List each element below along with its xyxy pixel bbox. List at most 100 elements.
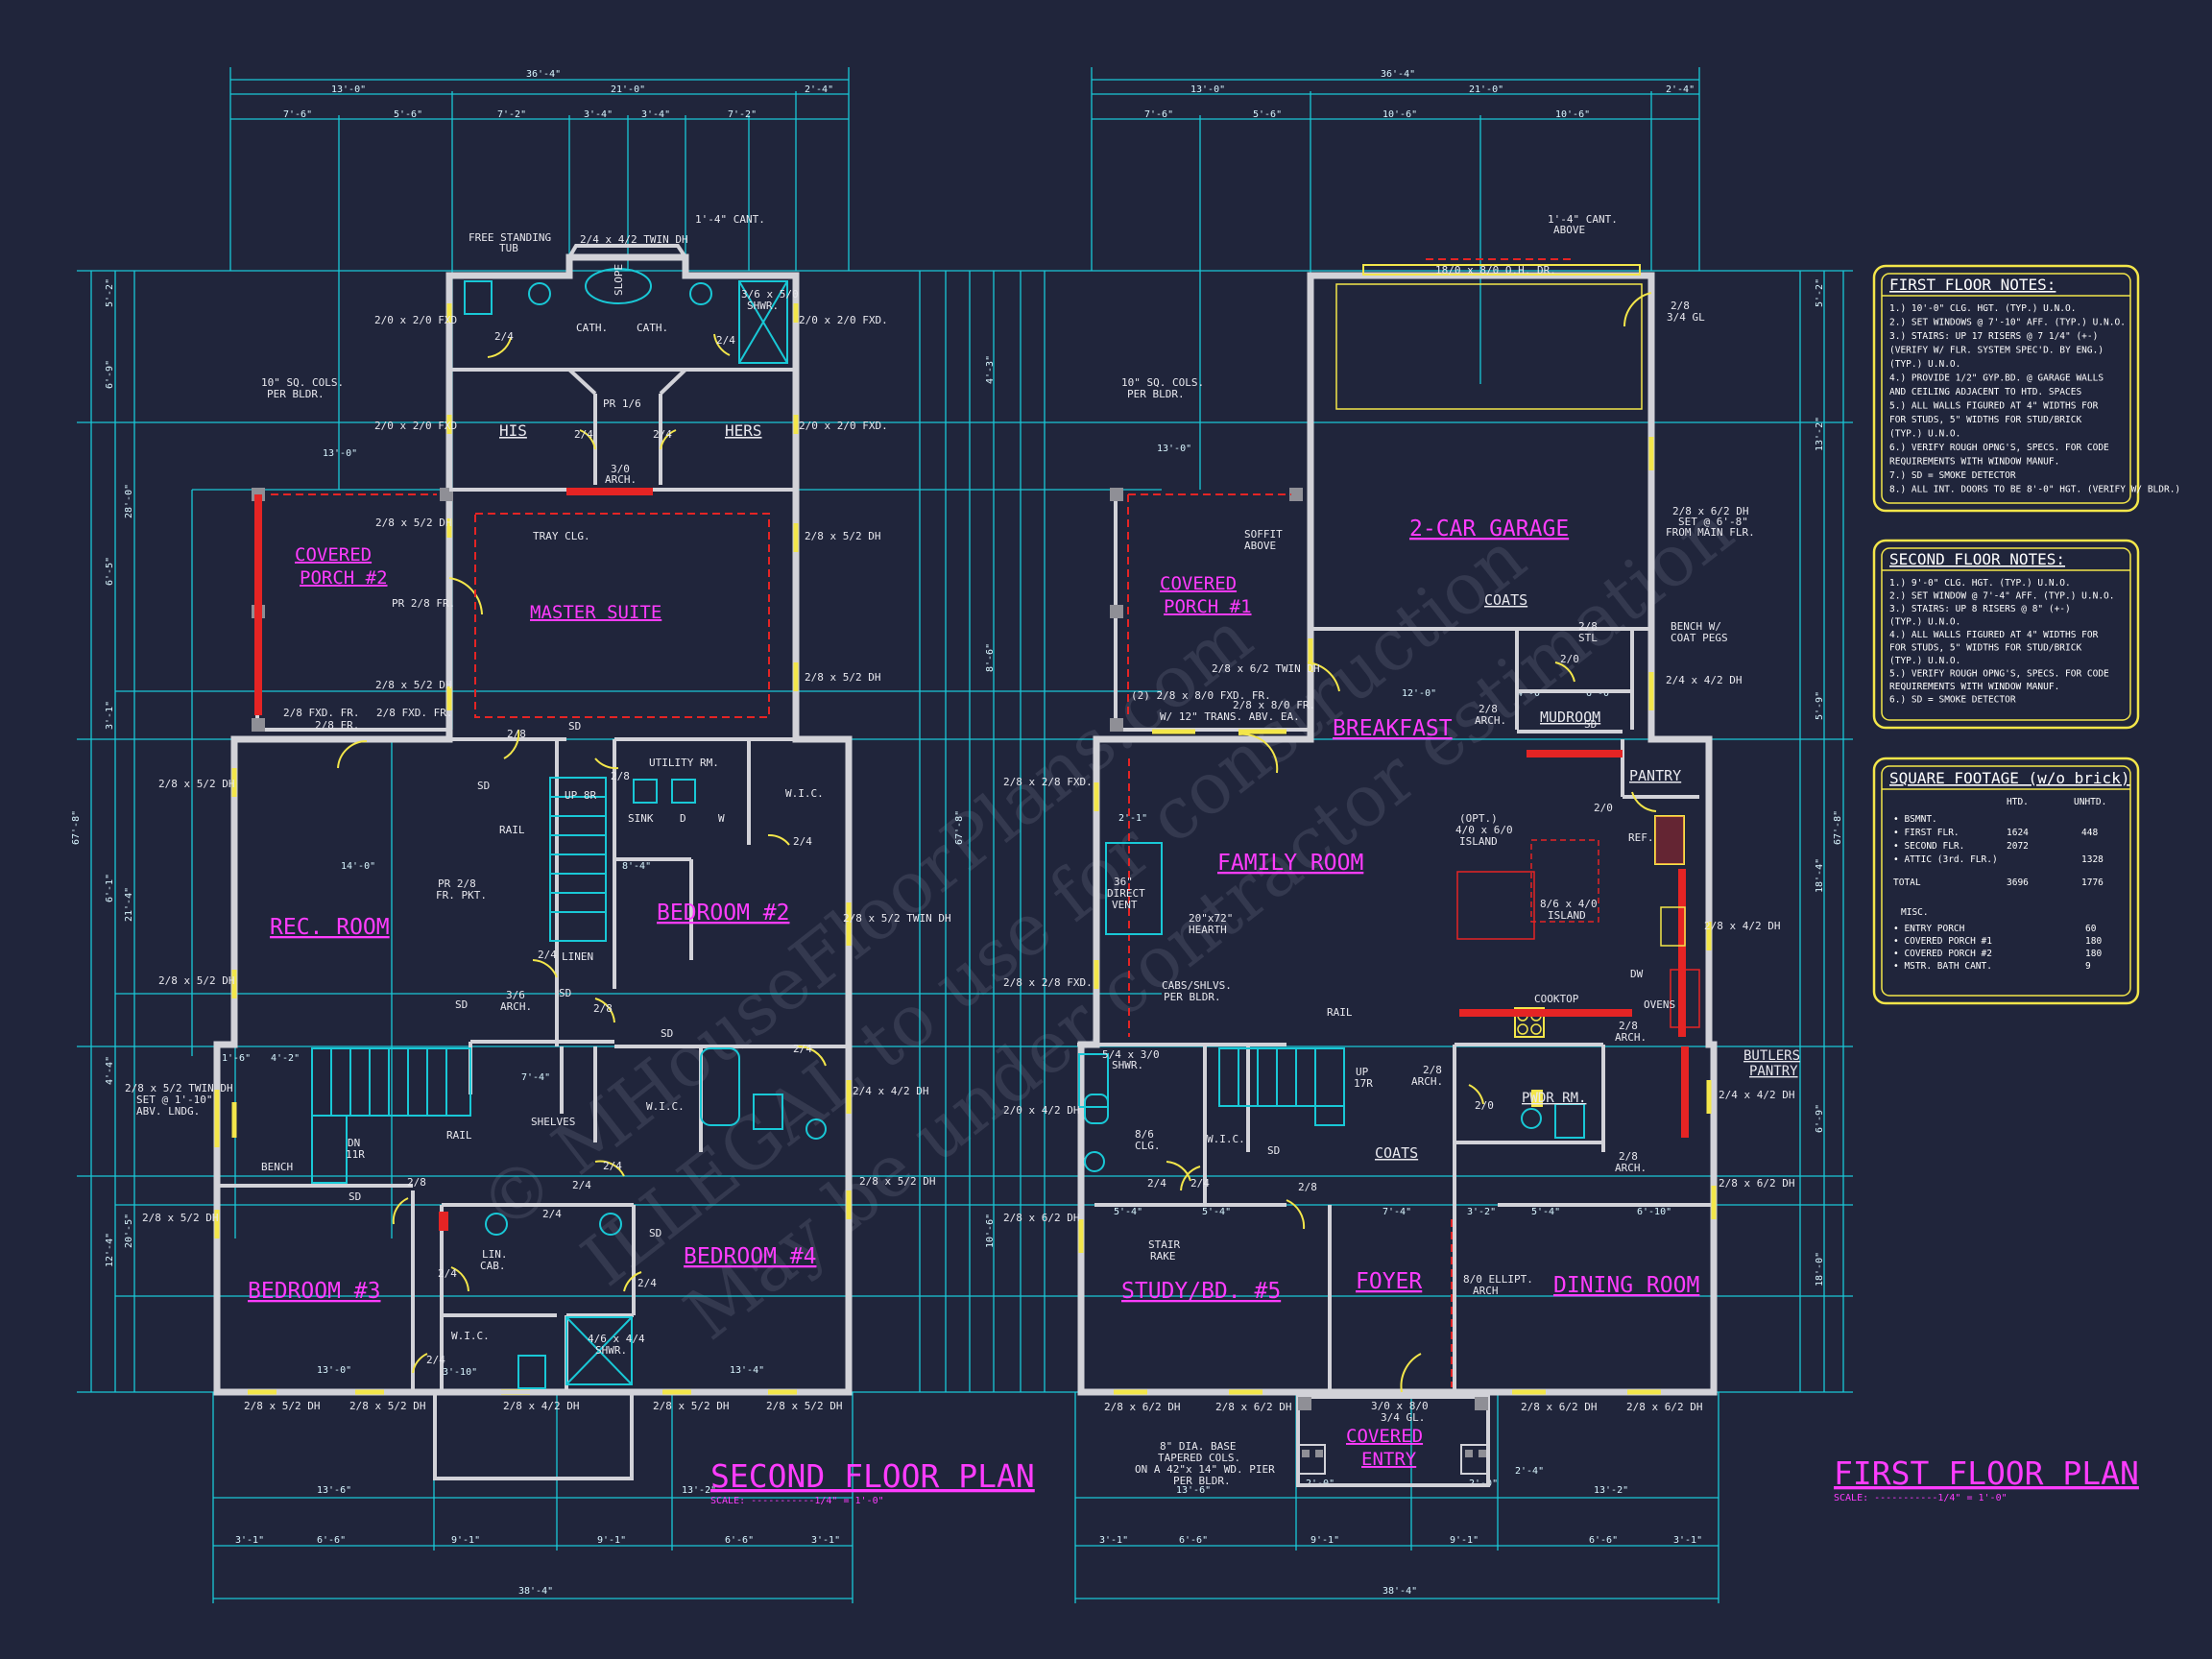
room-covered-porch-2-line2: PORCH #2 (300, 567, 388, 589)
lbl-cath1: CATH. (576, 322, 608, 334)
lbl-door-13: 2/4 (542, 1208, 562, 1220)
lbl-opt-2: 4/0 x 6/0 (1455, 824, 1513, 836)
lbl-twin-lnd-3: ABV. LNDG. (136, 1105, 200, 1118)
lbl-mudroom: MUDROOM (1540, 709, 1600, 726)
lbl-cabs-1: CABS/SHLVS. (1162, 979, 1232, 992)
lbl-tub-1: FREE STANDING (469, 231, 551, 244)
lbl-rail1: RAIL (499, 824, 525, 836)
doors-lower (1166, 292, 1657, 1393)
lbl-sd-4: SD (559, 987, 571, 999)
lbl-door-2: 2/4 (574, 428, 593, 441)
dim-rbd3: 9'-1" (1310, 1535, 1339, 1546)
dim-bd6: 3'-1" (811, 1535, 840, 1546)
dim-rbd4: 9'-1" (1450, 1535, 1479, 1546)
lbl-fxd4: 2/0 x 2/0 FXD. (799, 420, 888, 432)
lbl-wic2: W.I.C. (646, 1100, 685, 1113)
lbl-door-12: 2/8 (407, 1176, 426, 1189)
first-floor-notes: FIRST FLOOR NOTES: 1.) 10'-0" CLG. HGT. … (1872, 264, 2180, 513)
lbl-bot-dh4: 2/8 x 5/2 DH (653, 1400, 729, 1412)
lbl-pr28fr: PR 2/8 FR. (392, 597, 455, 610)
dim-in-7: 13'-4" (730, 1365, 764, 1376)
lbl-vent-3: VENT (1112, 899, 1138, 911)
notes-second-line-8: 5.) VERIFY ROUGH OPNG'S, SPECS. FOR CODE (1889, 669, 2109, 680)
dim-in-12: 3'-2" (1467, 1207, 1496, 1217)
sqft-misc-3-col-2: 180 (2085, 949, 2102, 959)
notes-first-line-4: (VERIFY W/ FLR. SYSTEM SPEC'D. BY ENG.) (1889, 346, 2104, 356)
lbl-pantry: PANTRY (1629, 767, 1681, 784)
lbl-trans: W/ 12" TRANS. ABV. EA. (1160, 710, 1300, 723)
dim-b-13-2-right: 13'-2" (1594, 1485, 1628, 1496)
lbl-fbdh2: 2/8 x 6/2 DH (1215, 1401, 1291, 1413)
dim-b-13-2-left: 13'-2" (682, 1485, 716, 1496)
lbl-cols-2: PER BLDR. (1127, 388, 1185, 400)
lbl-sink: SINK (628, 812, 654, 825)
lbl-base-3: ON A 42"x 14" WD. PIER (1135, 1463, 1275, 1476)
lbl-lin-cab-2: CAB. (480, 1260, 506, 1272)
lbl-arch28c-1: 2/8 (1619, 1020, 1638, 1032)
dim-bd1: 3'-1" (235, 1535, 264, 1546)
dim-in-18: 1'-6" (222, 1053, 251, 1064)
lbl-fxd1: 2/0 x 2/0 FXD (374, 314, 457, 326)
lbl-rake-2: RAKE (1150, 1250, 1176, 1262)
windows-lower (1078, 437, 1717, 1395)
lbl-fxd28b: 2/8 x 2/8 FXD. (1003, 976, 1093, 989)
sqft-row-5-col-3: 1776 (2081, 878, 2104, 888)
lbl-f-sd-1: SD (1584, 718, 1597, 731)
lbl-his: HIS (499, 421, 527, 440)
notes-second-line-5: 4.) ALL WALLS FIGURED AT 4" WIDTHS FOR (1889, 630, 2099, 640)
notes-second-line-3: 3.) STAIRS: UP 8 RISERS @ 8" (+-) (1889, 604, 2071, 614)
dim-side-4: 3'-1" (105, 701, 115, 730)
sqft-misc-4-col-1: • MSTR. BATH CANT. (1893, 961, 1992, 972)
sqft-row-4-col-3: 1328 (2081, 854, 2104, 865)
dim-rbd2: 6'-6" (1179, 1535, 1208, 1546)
lbl-stl-1: 2/8 (1578, 620, 1598, 633)
lbl-sd-7: SD (649, 1227, 661, 1239)
dim-rside-1: 5'-2" (1815, 278, 1825, 307)
dim-side-2: 6'-9" (105, 360, 115, 389)
lbl-door-15: 2/4 (426, 1354, 445, 1366)
lbl-cooktop: COOKTOP (1534, 993, 1579, 1005)
dim-in-17: 3'-10" (443, 1367, 477, 1378)
lbl-b4-dh: 2/8 x 5/2 DH (859, 1175, 935, 1188)
dim-side-7: 12'-4" (105, 1233, 115, 1267)
dim-in-5: 7'-4" (521, 1072, 550, 1083)
dim-in-21: 4'-0" (1517, 688, 1546, 699)
lbl-slope: SLOPE (613, 264, 625, 296)
lbl-door-8: 2/4 (538, 949, 557, 961)
lbl-main-2: SET @ 6'-8" (1678, 516, 1748, 528)
dim-mside-1: 4'-3" (985, 355, 996, 384)
room-porch-1-line1: COVERED (1160, 573, 1237, 594)
room-bedroom-4: BEDROOM #4 (684, 1244, 816, 1269)
lbl-fxd20: 2/0 x 4/2 DH (1003, 1104, 1079, 1117)
lbl-door-1: 2/4 (494, 330, 514, 343)
room-breakfast: BREAKFAST (1333, 716, 1453, 741)
lbl-gl-1: 2/8 (1671, 300, 1690, 312)
dim-mside-3: 10'-6" (985, 1214, 996, 1248)
sqft-row-5-col-1: TOTAL (1893, 878, 1921, 888)
lbl-vent-1: 36" (1114, 876, 1133, 888)
lbl-arch28d-2: ARCH. (1615, 1162, 1647, 1174)
lbl-dw: DW (1630, 968, 1644, 980)
dim-d1: 7'-6" (283, 109, 312, 120)
lbl-shwr-1: 5/4 x 3/0 (1102, 1048, 1160, 1061)
lbl-fbdh3: 2/8 x 6/2 DH (1521, 1401, 1597, 1413)
lbl-butlers-1: BUTLERS (1743, 1048, 1800, 1064)
lbl-door-6: 2/8 (611, 770, 630, 782)
notes-first-line-2: 2.) SET WINDOWS @ 7'-10" AFF. (TYP.) U.N… (1889, 318, 2126, 328)
lbl-dh-b: 2/8 x 5/2 DH (805, 530, 880, 542)
lbl-base-2: TAPERED COLS. (1158, 1452, 1240, 1464)
lbl-wic1: W.I.C. (785, 787, 824, 800)
room-bedroom-2: BEDROOM #2 (657, 901, 789, 926)
dim-d4: 3'-4" (584, 109, 613, 120)
dim-bottom-total-right: 38'-4" (1382, 1586, 1417, 1597)
dim-bd3: 9'-1" (451, 1535, 480, 1546)
dim-top-2: 2'-4" (805, 84, 833, 95)
lbl-dh-a: 2/8 x 5/2 DH (375, 517, 451, 529)
lbl-wic: W.I.C. (1207, 1133, 1245, 1145)
notes-first-line-10: (TYP.) U.N.O. (1889, 429, 1960, 440)
dim-in-23: 2'-4" (1515, 1466, 1544, 1477)
room-study: STUDY/BD. #5 (1121, 1279, 1281, 1304)
dim-r-2: 2'-4" (1666, 84, 1695, 95)
lbl-entry-door-2: 3/4 GL. (1381, 1411, 1425, 1424)
